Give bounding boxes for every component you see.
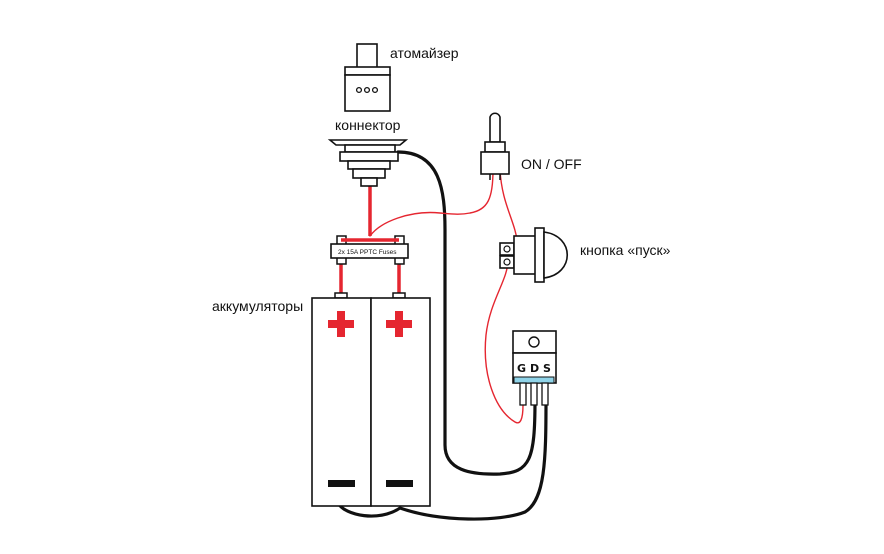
mosfet-drain-pin (530, 382, 538, 406)
atomizer-top-ring (344, 66, 391, 76)
push-button: кнопка «пуск» (499, 227, 671, 283)
connector-flange (344, 144, 396, 153)
positive-wires (339, 169, 524, 424)
mosfet-source-label: S (543, 362, 551, 375)
button-nut (534, 227, 545, 283)
minus-icon (386, 480, 413, 487)
connector: коннектор (327, 117, 409, 187)
connector-plate (327, 139, 409, 146)
connector-nut (339, 151, 399, 162)
wire-fuse-to-switch (369, 169, 494, 237)
fuse-body (330, 243, 409, 259)
plus-icon (328, 311, 354, 337)
negative-wires (336, 150, 548, 521)
mosfet-drain-label: D (530, 362, 539, 375)
atomizer-drip-tip (356, 43, 378, 70)
fuse-block: 2x 15A PPTC Fuses (330, 235, 409, 265)
wire-battery-to-mosfet-source (336, 398, 548, 521)
plus-icon (386, 311, 412, 337)
mosfet-gate-label: G (517, 362, 526, 375)
fuse-label: 2x 15A PPTC Fuses (338, 249, 397, 256)
connector-body (352, 168, 386, 179)
toggle-body (480, 151, 510, 175)
connector-thread (347, 160, 391, 170)
wire-connector-to-mosfet-drain (396, 150, 537, 476)
button-cap (543, 231, 568, 279)
button-terminal-screw (503, 245, 511, 253)
atomizer: атомайзер (344, 43, 459, 112)
atomizer-airhole (355, 86, 363, 94)
mosfet: G D S (512, 330, 557, 406)
batteries-label: аккумуляторы (212, 298, 303, 314)
toggle-lever-icon (489, 112, 501, 143)
toggle-collar (484, 141, 506, 153)
wire-button-to-mosfet-gate (484, 259, 524, 424)
battery-pack: аккумуляторы (212, 292, 431, 507)
button-terminal-screw (503, 258, 511, 266)
button-label: кнопка «пуск» (580, 242, 671, 258)
wire-switch-to-button (499, 169, 519, 246)
mosfet-pin-highlight (513, 376, 555, 384)
atomizer-airhole (363, 86, 371, 94)
minus-icon (328, 480, 355, 487)
connector-label: коннектор (335, 117, 401, 133)
connector-pin (360, 177, 378, 187)
atomizer-airhole (371, 86, 379, 94)
mosfet-source-pin (541, 382, 549, 406)
mosfet-gate-pin (519, 382, 527, 406)
mosfet-mount-hole (528, 336, 540, 348)
toggle-switch: ON / OFF (480, 112, 582, 180)
atomizer-label: атомайзер (390, 45, 459, 61)
switch-label: ON / OFF (521, 156, 582, 172)
